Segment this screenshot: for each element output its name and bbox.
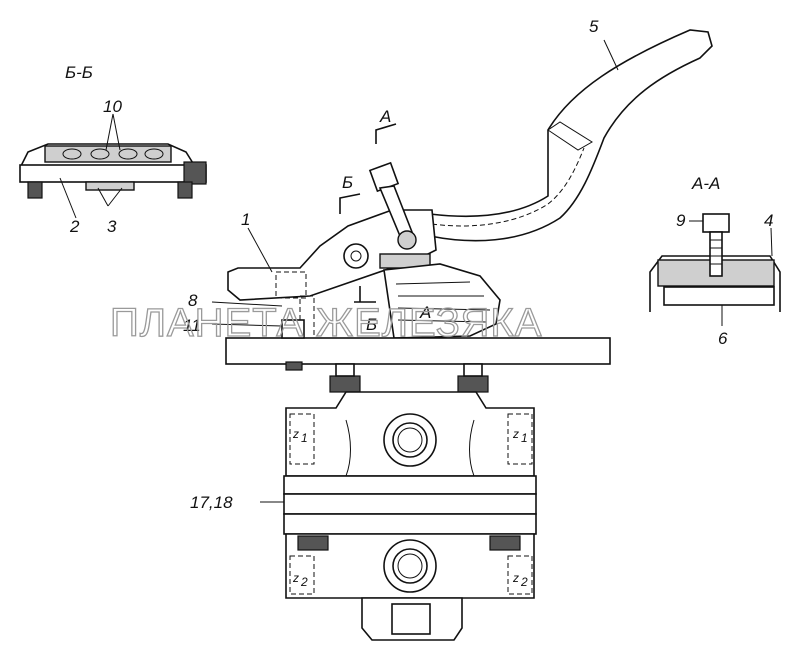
cut-a-bottom-label: А: [419, 303, 431, 322]
plate-bolt-nut: [285, 361, 303, 371]
bb-base-plate: [19, 164, 207, 183]
label-4: 4: [764, 211, 773, 230]
bb-rubber-pad: [44, 145, 172, 163]
label-6: 6: [718, 329, 728, 348]
bb-strip: [85, 181, 135, 191]
z2-right-sub: 2: [520, 575, 528, 589]
label-8: 8: [188, 291, 198, 310]
label-11: 11: [183, 316, 201, 335]
label-17-18: 17,18: [190, 493, 233, 512]
label-3: 3: [107, 217, 117, 236]
valve-band-bottom: [283, 513, 537, 535]
watermark-text: ПЛАНЕТА ЖЕЛЕЗЯКА: [110, 301, 542, 345]
cut-b-top: [339, 193, 361, 214]
plate-bolt-head: [281, 319, 305, 339]
bb-cover: [19, 143, 197, 169]
pivot-pin: [343, 243, 369, 269]
cut-b-top-label: Б: [342, 173, 353, 192]
label-9: 9: [676, 211, 686, 230]
brake-valve-housing: 17,18 z 1 z 1 z 2 z 2: [190, 363, 537, 641]
label-1: 1: [241, 210, 250, 229]
section-bb-title: Б-Б: [65, 63, 93, 82]
aa-plate: [663, 286, 775, 306]
cut-a-top: [375, 123, 397, 144]
section-bb-view: Б-Б 10 2 3: [19, 63, 207, 236]
adjust-screw-ball: [397, 230, 417, 250]
z2-left-sub: 2: [300, 575, 308, 589]
aa-screw-head: [702, 213, 730, 233]
label-5: 5: [589, 17, 599, 36]
bb-end-block: [183, 161, 207, 185]
pedal-assembly: 5 А Б Б А: [183, 17, 713, 371]
z2-right-mark: z: [512, 571, 519, 585]
cut-b-bottom-label: Б: [366, 315, 377, 334]
z2-left-mark: z: [292, 571, 299, 585]
bb-left-foot: [27, 181, 43, 199]
mount-nut-right: [457, 375, 489, 393]
valve-band-middle: [283, 493, 537, 515]
cut-a-top-label: А: [379, 107, 391, 126]
z1-left-mark: z: [292, 427, 299, 441]
pedal-body: [227, 209, 437, 301]
bb-right-foot: [177, 181, 193, 199]
z1-right-sub: 1: [521, 431, 528, 445]
z1-right-mark: z: [512, 427, 519, 441]
valve-band-top: [283, 475, 537, 495]
aa-screw-body: [709, 231, 723, 277]
base-plate: [225, 337, 611, 365]
section-aa-view: А-А 9 4 6: [649, 174, 781, 348]
label-2: 2: [69, 217, 80, 236]
mount-nut-left: [329, 375, 361, 393]
pedal-lever: [429, 29, 713, 242]
section-aa-title: А-А: [691, 174, 720, 193]
z1-left-sub: 1: [301, 431, 308, 445]
label-10: 10: [103, 97, 122, 116]
